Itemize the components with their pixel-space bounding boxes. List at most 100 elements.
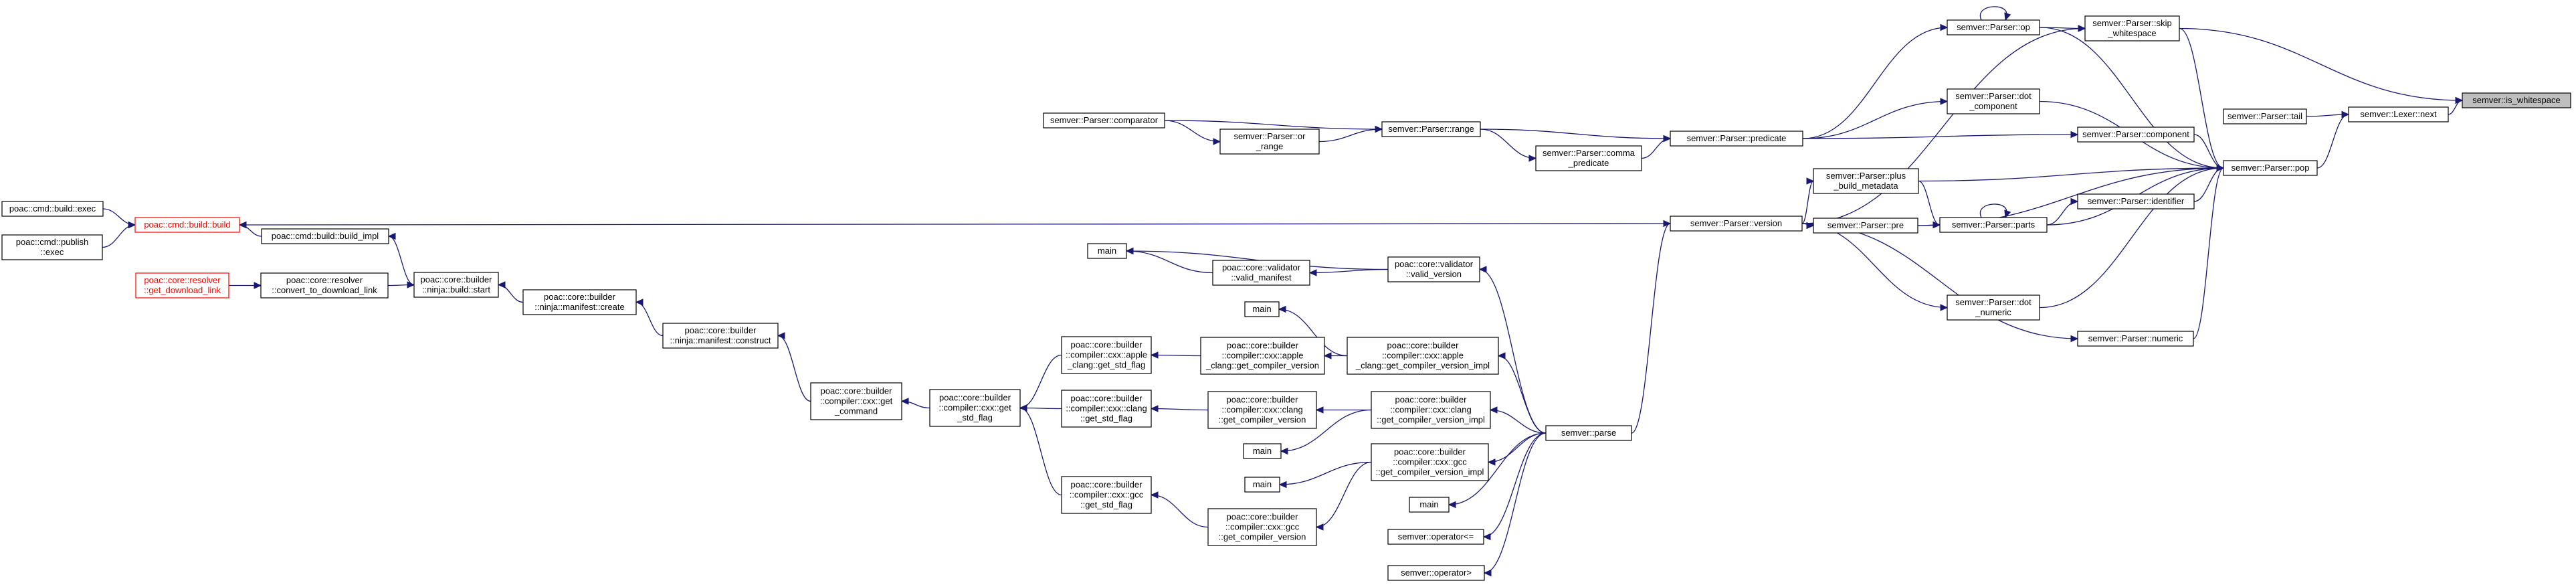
node-skip-ws[interactable]: semver::Parser::skip_whitespace [2084, 15, 2180, 41]
node-label: ::compiler::cxx::gcc [1070, 490, 1144, 500]
node-box [1, 234, 103, 260]
node-box [1381, 121, 1481, 137]
edge-manifest-construct-to-manifest-create [635, 299, 664, 337]
node-clang-impl[interactable]: poac::core::builder::compiler::cxx::clan… [1371, 391, 1491, 429]
node-label: _whitespace [2107, 28, 2156, 38]
node-clang-get-std[interactable]: poac::core::builder::compiler::cxx::clan… [1061, 390, 1152, 428]
node-op-gt[interactable]: semver::operator> [1387, 565, 1485, 581]
node-label: _predicate [1568, 158, 1609, 168]
node-parser-numeric[interactable]: semver::Parser::numeric [2077, 331, 2194, 347]
node-label: ::compiler::cxx::get [820, 396, 893, 406]
node-dot-component[interactable]: semver::Parser::dot_component [1947, 88, 2040, 114]
node-build-build[interactable]: poac::cmd::build::build [134, 217, 240, 233]
node-label: main [1098, 246, 1116, 256]
node-manifest-create[interactable]: poac::core::builder::ninja::manifest::cr… [522, 289, 637, 315]
node-is-whitespace[interactable]: semver::is_whitespace [2462, 92, 2571, 108]
node-label: semver::Parser::plus [1826, 171, 1906, 181]
edge-line [1318, 129, 1383, 143]
node-box [2348, 106, 2449, 122]
node-label: poac::core::builder [1071, 340, 1143, 350]
node-apple-get-ver[interactable]: poac::core::builder::compiler::cxx::appl… [1200, 337, 1325, 375]
node-label: semver::is_whitespace [2472, 95, 2561, 105]
node-label: poac::core::resolver [144, 275, 221, 285]
node-build-exec[interactable]: poac::cmd::build::exec [1, 201, 104, 217]
node-dot-numeric[interactable]: semver::Parser::dot_numeric [1947, 295, 2040, 321]
node-apple-get-std[interactable]: poac::core::builder::compiler::cxx::appl… [1061, 336, 1152, 374]
arrowhead [1278, 305, 1286, 313]
node-box [1387, 529, 1484, 545]
node-box [1545, 425, 1632, 441]
node-manifest-construct[interactable]: poac::core::builder::ninja::manifest::co… [662, 323, 779, 349]
edge-parser-pop-to-lexer-next [2316, 110, 2350, 169]
node-box [1061, 476, 1152, 514]
node-gcc-get-std[interactable]: poac::core::builder::compiler::cxx::gcc:… [1061, 476, 1152, 514]
node-clang-get-ver[interactable]: poac::core::builder::compiler::cxx::clan… [1207, 391, 1317, 429]
edge-line [1151, 354, 1201, 357]
node-lexer-next[interactable]: semver::Lexer::next [2348, 106, 2449, 122]
node-publish-exec[interactable]: poac::cmd::publish::exec [1, 234, 103, 260]
node-apple-impl[interactable]: poac::core::builder::compiler::cxx::appl… [1347, 337, 1499, 375]
node-or-range[interactable]: semver::Parser::or_range [1219, 129, 1320, 155]
node-label: semver::Parser::comparator [1050, 115, 1159, 125]
node-label: ::compiler::cxx::apple [1221, 351, 1303, 361]
node-build-impl[interactable]: poac::cmd::build::build_impl [261, 228, 389, 244]
edge-line [1480, 129, 1537, 159]
edge-parser-version-to-parser-numeric [1801, 223, 2079, 343]
arrowhead [2341, 110, 2350, 118]
node-cxx-get-std-flag[interactable]: poac::core::builder::compiler::cxx::get_… [929, 389, 1021, 427]
node-valid-manifest[interactable]: poac::core::validator::valid_manifest [1212, 260, 1310, 286]
edge-parser-predicate-to-dot-component [1802, 98, 1949, 139]
node-parser-parts[interactable]: semver::Parser::parts [1939, 217, 2048, 233]
node-comma-predicate[interactable]: semver::Parser::comma_predicate [1535, 145, 1642, 171]
arrowhead [635, 299, 643, 306]
node-parser-identifier[interactable]: semver::Parser::identifier [2077, 193, 2195, 209]
node-get-download-link[interactable]: poac::core::resolver::get_download_link [135, 272, 229, 299]
node-convert-download[interactable]: poac::core::resolver::convert_to_downloa… [260, 272, 389, 299]
node-main3[interactable]: main [1243, 443, 1282, 459]
node-get-command[interactable]: poac::core::builder::compiler::cxx::get_… [810, 382, 902, 420]
node-op-le[interactable]: semver::operator<= [1387, 529, 1484, 545]
node-parser-tail[interactable]: semver::Parser::tail [2223, 108, 2307, 124]
arrowhead [1375, 125, 1383, 133]
node-main4[interactable]: main [1244, 477, 1280, 493]
edge-manifest-create-to-ninja-start [497, 281, 524, 303]
arrowhead [1940, 23, 1949, 31]
node-label: _numeric [1975, 307, 2011, 317]
edge-line [1164, 120, 1383, 130]
node-label: poac::cmd::build::exec [9, 203, 96, 214]
node-parser-pop[interactable]: semver::Parser::pop [2223, 160, 2318, 176]
edge-gcc-impl-to-main4 [1278, 461, 1372, 489]
node-ninja-start[interactable]: poac::core::builder::ninja::build::start [413, 272, 499, 298]
edge-line [1316, 461, 1372, 528]
node-main2[interactable]: main [1244, 301, 1280, 317]
node-label: poac::core::builder [939, 393, 1011, 403]
node-plus-build[interactable]: semver::Parser::plus_build_metadata [1813, 168, 1919, 194]
node-main1[interactable]: main [1087, 243, 1127, 259]
node-parser-pre[interactable]: semver::Parser::pre [1813, 218, 1918, 234]
node-gcc-impl[interactable]: poac::core::builder::compiler::cxx::gcc:… [1371, 443, 1489, 481]
node-parser-op[interactable]: semver::Parser::op [1947, 19, 2040, 35]
arrowhead [2004, 12, 2011, 21]
node-parser-version[interactable]: semver::Parser::version [1670, 216, 1803, 232]
node-valid-version[interactable]: poac::core::validator::valid_version [1387, 256, 1480, 282]
node-label: poac::core::builder [421, 274, 493, 284]
node-parser-predicate[interactable]: semver::Parser::predicate [1670, 131, 1803, 147]
node-semver-parse[interactable]: semver::parse [1545, 425, 1632, 441]
arrowhead [1663, 135, 1672, 143]
node-box [929, 389, 1021, 427]
edge-semver-parse-to-valid-version [1478, 266, 1547, 434]
node-gcc-get-ver[interactable]: poac::core::builder::compiler::cxx::gcc:… [1207, 508, 1317, 546]
node-box [810, 382, 902, 420]
edge-line [1979, 203, 2007, 218]
node-parser-comparator[interactable]: semver::Parser::comparator [1043, 112, 1165, 129]
edges-layer [102, 6, 2464, 577]
node-main5[interactable]: main [1409, 497, 1450, 513]
node-box [1947, 19, 2040, 35]
edge-line [1918, 167, 2224, 182]
node-label: poac::cmd::build::build [144, 220, 230, 230]
edge-parser-range-to-parser-predicate [1480, 129, 1672, 143]
node-parser-range[interactable]: semver::Parser::range [1381, 121, 1481, 137]
arrowhead [1489, 406, 1498, 414]
node-parser-component[interactable]: semver::Parser::component [2077, 127, 2195, 143]
